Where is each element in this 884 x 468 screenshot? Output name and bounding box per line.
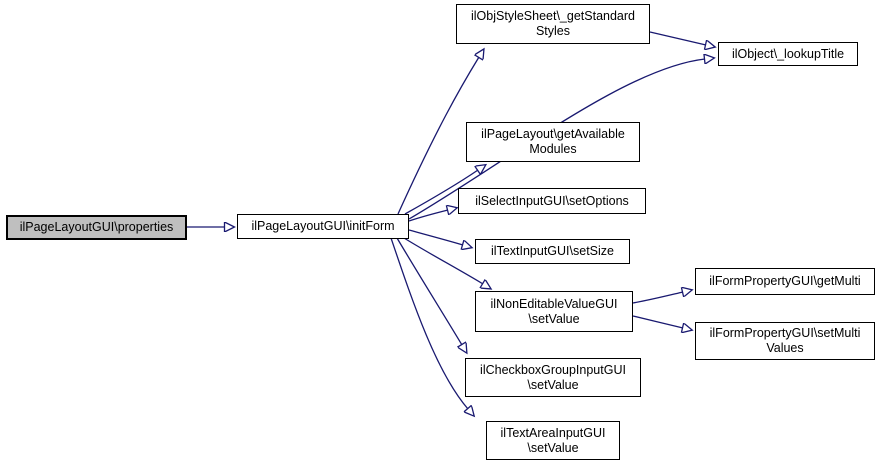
edge-initform-setoptions xyxy=(408,210,448,222)
edge-initform-getavailablemodules xyxy=(404,170,478,215)
node-ilpagelayout-getavailablemodules[interactable]: ilPageLayout\getAvailable Modules xyxy=(466,122,640,162)
node-ilobject-lookuptitle[interactable]: ilObject\_lookupTitle xyxy=(718,42,858,66)
edge-initform-textareasetvalue xyxy=(390,237,468,409)
edge-initform-checkboxsetvalue xyxy=(396,237,462,345)
node-iltextareainputgui-setvalue[interactable]: ilTextAreaInputGUI \setValue xyxy=(486,421,620,460)
node-ilformpropertygui-getmulti[interactable]: ilFormPropertyGUI\getMulti xyxy=(695,268,875,295)
edge-noneditable-setmultivalues xyxy=(632,315,683,328)
node-ilpagelayoutgui-initform[interactable]: ilPageLayoutGUI\initForm xyxy=(237,214,409,239)
node-ilpagelayoutgui-properties: ilPageLayoutGUI\properties xyxy=(6,215,187,240)
edge-getstandardstyles-lookuptitle xyxy=(649,31,706,45)
edge-initform-setsize xyxy=(408,229,463,245)
edge-initform-noneditablesetvalue xyxy=(403,237,483,284)
edge-noneditable-getmulti xyxy=(632,292,683,304)
node-iltextinputgui-setsize[interactable]: ilTextInputGUI\setSize xyxy=(475,239,630,264)
edge-initform-lookuptitle xyxy=(408,59,705,220)
node-ilcheckboxgroupinputgui-setvalue[interactable]: ilCheckboxGroupInputGUI \setValue xyxy=(465,358,641,397)
node-ilobjstylesheet-getstandardstyles[interactable]: ilObjStyleSheet\_getStandard Styles xyxy=(456,4,650,44)
node-ilselectinputgui-setoptions[interactable]: ilSelectInputGUI\setOptions xyxy=(458,188,646,214)
node-ilformpropertygui-setmultivalues[interactable]: ilFormPropertyGUI\setMulti Values xyxy=(695,322,875,360)
node-ilnoneditablevaluegui-setvalue[interactable]: ilNonEditableValueGUI \setValue xyxy=(475,291,633,332)
edge-initform-getstandardstyles xyxy=(397,57,479,215)
